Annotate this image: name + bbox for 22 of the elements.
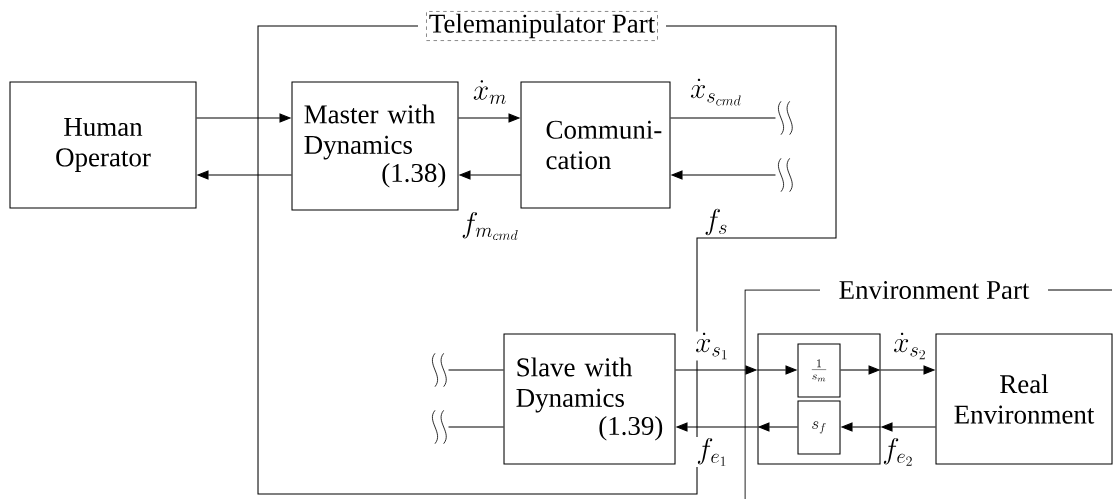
edge-label: $f_s$: [702, 207, 730, 237]
region-label: Environment Part: [836, 278, 1032, 302]
transfer-block: $\frac{1}{s_m}$: [797, 343, 841, 398]
process-box: Real Environment: [935, 333, 1113, 465]
process-box: Slave with Dynamics (1.39): [503, 333, 676, 465]
edge-label: $\dot{x}_{s_1}$: [694, 331, 730, 361]
block-box: [757, 333, 881, 465]
process-box: Communi- cation: [520, 81, 671, 209]
break-symbol: [432, 353, 447, 387]
break-symbol: [778, 158, 793, 192]
edge-label: $f_{m_{cmd}}$: [460, 211, 521, 241]
region-label: Telemanipulator Part: [426, 11, 658, 41]
break-symbol: [778, 101, 793, 135]
process-box: Human Operator: [9, 81, 197, 209]
edge-label: $\dot{x}_{s_{cmd}}$: [688, 77, 744, 107]
edge-label: $f_{e_1}$: [695, 437, 729, 467]
edge-label: $\dot{x}_m$: [471, 79, 509, 105]
break-symbol: [432, 410, 447, 444]
edge-label: $f_{e_2}$: [881, 437, 915, 467]
transfer-block: $s_f$: [797, 400, 841, 455]
edge-label: $\dot{x}_{s_2}$: [892, 331, 928, 361]
process-box: Master with Dynamics (1.38): [291, 81, 459, 211]
